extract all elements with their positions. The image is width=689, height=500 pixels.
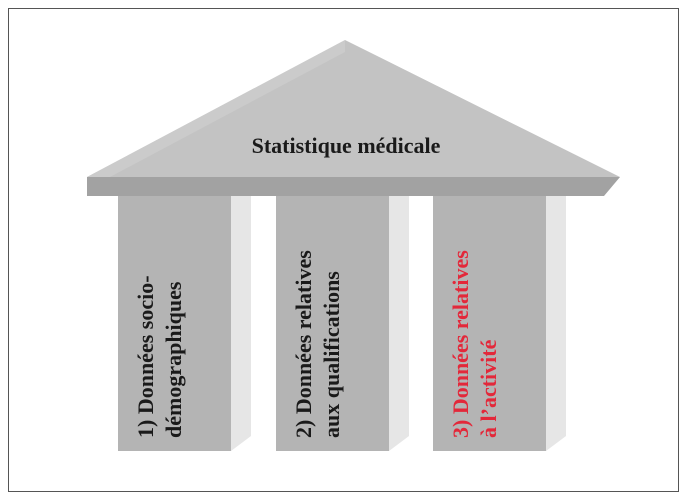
pillar-3-line-1: 3) Données relatives — [448, 250, 473, 438]
pillar-2-side — [389, 196, 409, 451]
pillar-2 — [276, 196, 409, 451]
roof-highlight — [87, 40, 345, 177]
pillar-2-line-1: 2) Données relatives — [291, 250, 316, 438]
pillar-3-front — [433, 196, 546, 451]
pillar-3-side — [546, 196, 566, 451]
pillar-1-front — [118, 196, 231, 451]
pillar-2-line-2: aux qualifications — [319, 271, 344, 438]
pillar-1-side — [231, 196, 251, 451]
pillar-1-label: 1) Données socio- démographiques — [115, 196, 205, 438]
pillar-1 — [118, 196, 251, 451]
pillar-3-label: 3) Données relatives à l’activité — [430, 196, 520, 438]
pillar-1-line-2: démographiques — [161, 281, 186, 438]
roof-front-face — [87, 177, 620, 196]
pillar-3-line-2: à l’activité — [476, 339, 501, 438]
roof — [87, 40, 620, 196]
pillar-2-label: 2) Données relatives aux qualifications — [273, 196, 363, 438]
pillar-2-front — [276, 196, 389, 451]
pillar-1-line-1: 1) Données socio- — [133, 275, 158, 438]
roof-top-face — [87, 40, 620, 177]
roof-title: Statistique médicale — [251, 133, 441, 158]
pillar-3 — [433, 196, 566, 451]
